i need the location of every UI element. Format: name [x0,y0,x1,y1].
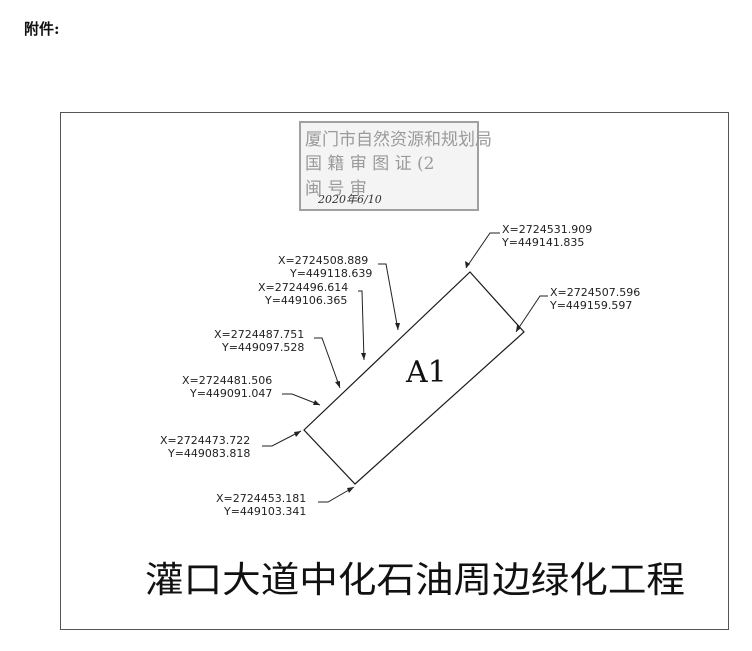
coordinate-y: Y=449103.341 [223,505,306,518]
coordinate-label-5: X=2724481.506 Y=449091.047 [182,374,321,406]
coordinate-label-2: X=2724508.889 Y=449118.639 [278,254,400,331]
stamp-line-1: 厦门市自然资源和规划局 [305,130,492,150]
coordinate-y: Y=449091.047 [189,387,272,400]
coordinate-x: X=2724473.722 [160,434,250,447]
leader-line [318,486,355,503]
coordinate-x: X=2724453.181 [216,492,306,505]
coordinate-y: Y=449106.365 [264,294,347,307]
stamp-handwriting: 2020年6/10 [317,193,382,206]
leader-line [262,430,302,447]
approval-stamp: 厦门市自然资源和规划局 国 籍 审 图 证 (2 闽 号 审 2020年6/10 [299,121,492,211]
coordinate-label-8: X=2724507.596 Y=449159.597 [515,286,640,333]
parcel-id-label: A1 [405,355,447,390]
leader-arrow [335,381,340,388]
leader-arrow [347,487,354,493]
coordinate-x: X=2724481.506 [182,374,272,387]
leader-line [465,232,500,269]
coordinate-x: X=2724496.614 [258,281,348,294]
leader-line [378,263,399,331]
parcel-outline [303,271,525,485]
coordinate-x: X=2724487.751 [214,328,304,341]
leader-line [515,295,548,333]
stamp-line-3: 闽 号 审 [305,179,367,199]
figure-frame [60,112,729,630]
leader-arrow [313,400,320,405]
coordinate-label-4: X=2724487.751 Y=449097.528 [214,328,341,389]
coordinate-y: Y=449159.597 [549,299,632,312]
stamp-border [299,121,479,211]
coordinate-label-6: X=2724473.722 Y=449083.818 [160,430,302,460]
leader-line [282,393,321,406]
coordinate-y: Y=449118.639 [289,267,372,280]
leader-arrow [516,325,521,332]
coordinate-label-3: X=2724496.614 Y=449106.365 [258,281,366,361]
coordinate-x: X=2724508.889 [278,254,368,267]
coordinate-label-7: X=2724453.181 Y=449103.341 [216,486,355,518]
stamp-line-2: 国 籍 审 图 证 (2 [305,154,434,174]
leader-arrow [294,431,301,437]
leader-arrow [361,353,366,360]
coordinate-y: Y=449097.528 [221,341,304,354]
leader-arrow [395,323,400,330]
coordinate-y: Y=449141.835 [501,236,584,249]
leader-line [358,290,365,361]
leader-line [314,337,341,389]
project-title: 灌口大道中化石油周边绿化工程 [145,560,685,601]
coordinate-x: X=2724507.596 [550,286,640,299]
leader-arrow [465,261,470,268]
coordinate-x: X=2724531.909 [502,223,592,236]
coordinate-y: Y=449083.818 [167,447,250,460]
coordinate-label-1: X=2724531.909 Y=449141.835 [465,223,592,269]
attachment-label: 附件: [24,20,60,38]
